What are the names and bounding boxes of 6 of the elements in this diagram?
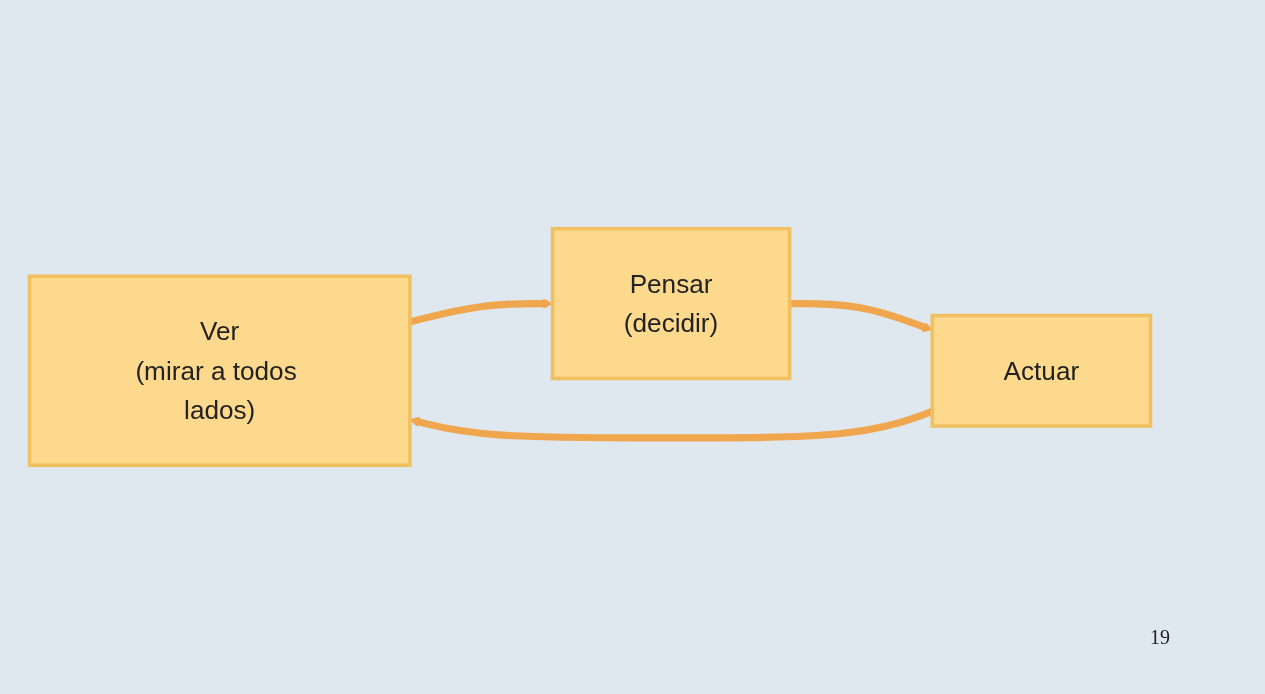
arrow: [409, 298, 553, 326]
arrow: [789, 300, 933, 332]
page-number: 19: [1150, 626, 1170, 649]
node-box: Ver (mirar a todos lados): [27, 274, 412, 468]
node-box: Actuar: [930, 313, 1153, 428]
node-box: Pensar (decidir): [550, 226, 792, 381]
